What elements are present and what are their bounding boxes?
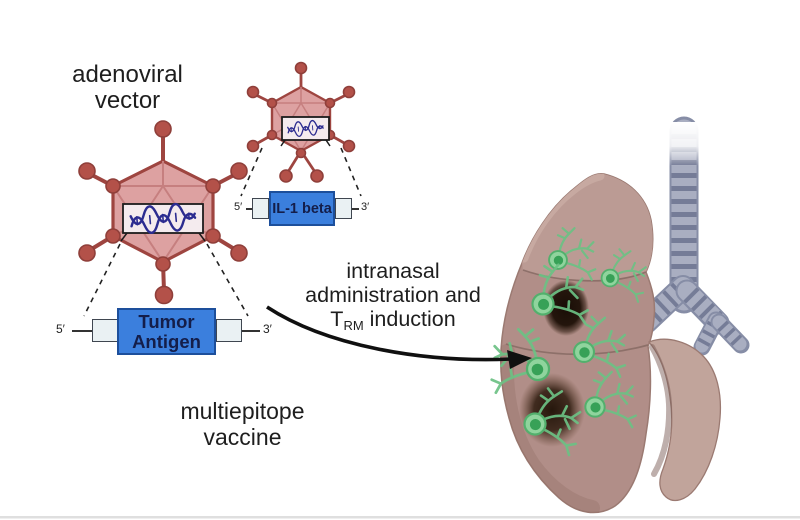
lung-flap-crease xyxy=(649,344,673,477)
adenoviral-vector-line2: vector xyxy=(94,87,161,114)
trm-subscript: RM xyxy=(343,318,364,333)
multiepitope-vaccine-label: multiepitope vaccine xyxy=(155,398,330,450)
multiepitope-line1: multiepitope xyxy=(180,398,305,424)
il1-beta-gene-box: IL-1 beta xyxy=(269,191,335,226)
trm-induction: induction xyxy=(363,307,456,331)
figure-bottom-border xyxy=(0,516,800,519)
flank-box-right xyxy=(216,319,242,342)
three-prime-label: 3′ xyxy=(361,201,370,213)
construct-line xyxy=(246,208,254,210)
gene-label-line1: Tumor xyxy=(138,310,195,332)
gene-label-line2: Antigen xyxy=(132,330,201,352)
adenoviral-vector-label: adenoviral vector xyxy=(40,62,215,114)
construct-line xyxy=(72,330,92,332)
tumor-icon-lower xyxy=(519,373,585,447)
trachea-fade xyxy=(664,122,706,166)
adenoviral-vector-line1: adenoviral xyxy=(72,61,183,88)
administration-line3: TRM induction xyxy=(282,307,504,333)
administration-line1: intranasal xyxy=(346,259,440,283)
three-prime-label: 3′ xyxy=(263,322,272,336)
administration-label: intranasal administration and TRM induct… xyxy=(282,259,504,333)
fiber-knobs xyxy=(78,120,248,305)
flank-box-right xyxy=(335,198,352,219)
trachea-icon xyxy=(634,116,750,356)
tumor-antigen-gene-box: Tumor Antigen xyxy=(117,308,216,355)
administration-line2: administration and xyxy=(305,283,481,307)
adenovirus-small-icon xyxy=(246,61,356,183)
adenovirus-large-icon xyxy=(78,120,248,305)
construct-line xyxy=(242,330,260,332)
gene-label: IL-1 beta xyxy=(272,200,332,217)
construct-line xyxy=(352,208,359,210)
five-prime-label: 5′ xyxy=(234,201,243,213)
flank-box-left xyxy=(252,198,269,219)
curved-arrow-icon xyxy=(266,305,532,369)
trm-t: T xyxy=(330,307,344,331)
multiepitope-line2: vaccine xyxy=(203,424,282,450)
dashed-expansion-lines xyxy=(83,147,362,317)
five-prime-label: 5′ xyxy=(56,322,65,336)
flank-box-left xyxy=(92,319,118,342)
